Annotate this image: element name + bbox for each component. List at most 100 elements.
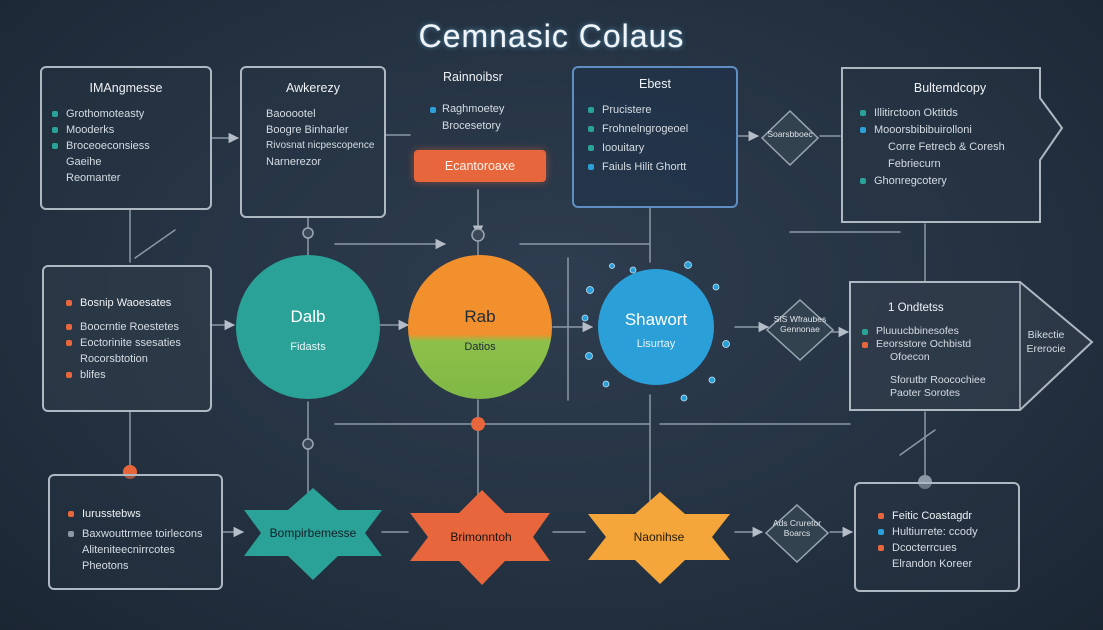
list-item: blifes: [66, 367, 200, 383]
bullet-icon: [52, 127, 58, 133]
circle-title: Dalb: [290, 307, 326, 326]
list-item: Ofoecon: [890, 351, 930, 363]
list-item: Iurusstebws: [68, 506, 213, 522]
list-item: Febriecurn: [888, 158, 941, 170]
box-heading: Bultemdcopy: [913, 81, 987, 95]
orange-green-circle-shape: [408, 255, 552, 399]
bottom-left-box: Iurusstebws Baxwouttrmee toirlecons Alit…: [48, 474, 223, 590]
list-item: Hultiurrete: ccody: [878, 524, 1008, 540]
circle-dalb: Dalb Fidasts: [236, 255, 380, 399]
list-item: Rocorsbtotion: [80, 353, 148, 365]
list-item: Raghmoetey: [430, 102, 504, 117]
circle-subtitle: Datios: [464, 341, 496, 353]
bullet-icon: [588, 164, 594, 170]
bullet-icon: [68, 531, 74, 537]
top-box-4: Ebest Prucistere Frohnelngrogeoel Ioouit…: [572, 66, 738, 208]
list-item: Mooderks: [52, 122, 200, 138]
list-item: Ghonregcotery: [860, 173, 1040, 190]
circle-title: Shawort: [624, 310, 688, 329]
teal-circle-shape: [236, 255, 380, 399]
list-item: Grothomoteasty: [52, 106, 200, 122]
mid-right-box-shape: [849, 281, 1094, 411]
right-mid-box-content: 1 Ondtetss Pluuucbbinesofes Eeorsstore O…: [862, 302, 1012, 400]
star-label-2: Brimonntoh: [450, 530, 512, 544]
circle-rab: Rab Datios: [408, 255, 552, 399]
list-item: Mooorsbibibuirolloni: [860, 122, 1040, 139]
circle-subtitle: Lisurtay: [636, 338, 676, 350]
teal-star-shape: [244, 488, 382, 580]
box-heading: IMAngmesse: [89, 81, 163, 95]
bullet-icon: [66, 324, 72, 330]
bullet-icon: [52, 111, 58, 117]
top-box-5-content: Bultemdcopy Illitirctoon Oktitds Mooorsb…: [860, 80, 1040, 190]
bullet-icon: [860, 127, 866, 133]
list-item: Frohnelngrogeoel: [588, 121, 722, 137]
bullet-icon: [860, 110, 866, 116]
left-mid-box: Bosnip Waoesates Boocrntie Roestetes Eoc…: [42, 265, 212, 412]
highlight-pill: Ecantoroaxe: [414, 150, 546, 182]
box-heading: Bosnip Waoesates: [66, 295, 200, 311]
blue-circle-shape: [598, 269, 714, 385]
bullet-icon: [862, 329, 868, 335]
yellow-star-shape: [588, 492, 730, 584]
list-item: Boogre Binharler: [266, 124, 349, 136]
bullet-icon: [588, 126, 594, 132]
top-box-2: Awkerezy Baooootel Boogre Binharler Rivo…: [240, 66, 386, 218]
bullet-icon: [862, 342, 868, 348]
circle-shawort: Shawort Lisurtay: [598, 269, 714, 385]
list-item: Feitic Coastagdr: [878, 508, 1008, 524]
diamond-label-1: Soarsbboec: [767, 129, 813, 139]
bullet-icon: [66, 300, 72, 306]
bullet-icon: [430, 107, 436, 113]
bullet-icon: [588, 107, 594, 113]
list-item: Broceoeconsiess: [52, 138, 200, 154]
page-title: Cemnasic Colaus: [418, 18, 685, 54]
bullet-icon: [878, 513, 884, 519]
list-item: Baxwouttrmee toirlecons: [68, 526, 213, 542]
box-heading: 1 Ondtetss: [888, 302, 944, 314]
diamond-label-2: SIS Wfraubes Gennonae: [773, 314, 827, 334]
bullet-icon: [860, 178, 866, 184]
bullet-icon: [68, 511, 74, 517]
circle-subtitle: Fidasts: [290, 341, 326, 353]
list-item: Eeorsstore Ochbistd: [862, 338, 1012, 351]
list-item: Elrandon Koreer: [892, 558, 973, 570]
list-item: Brocesetory: [442, 120, 501, 132]
list-item: Rivosnat nicpescopence: [266, 140, 375, 151]
bullet-icon: [66, 372, 72, 378]
list-item: Illitirctoon Oktitds: [860, 105, 1040, 122]
list-item: Pluuucbbinesofes: [862, 325, 1012, 338]
list-item: Gaeihe: [66, 156, 102, 168]
heading-rainnoibsr: Rainnoibsr: [443, 70, 503, 84]
list-item: Narnerezor: [266, 156, 322, 168]
bullet-icon: [66, 340, 72, 346]
list-item: Dcocterrcues: [878, 540, 1008, 556]
bullet-icon: [588, 145, 594, 151]
star-label-3: Naonihse: [633, 530, 685, 544]
circle-title: Rab: [464, 307, 496, 326]
orange-star-shape: [410, 490, 550, 585]
list-item: Paoter Sorotes: [890, 387, 961, 399]
list-item: Pheotons: [82, 560, 129, 572]
star-label-1: Bompirbemesse: [269, 526, 357, 540]
list-item: Corre Fetrecb & Coresh: [888, 141, 1005, 153]
list-item: Eoctorinite ssesaties: [66, 335, 200, 351]
bottom-right-box: Feitic Coastagdr Hultiurrete: ccody Dcoc…: [854, 482, 1020, 592]
list-item: Baooootel: [266, 108, 316, 120]
list-item: Prucistere: [588, 102, 722, 118]
list-item: Boocrntie Roestetes: [66, 319, 200, 335]
mid-right-arrow-label: Bikectie Ererocie: [1026, 329, 1066, 355]
bullet-icon: [52, 143, 58, 149]
list-item: Aliteniteecnirrcotes: [82, 544, 175, 556]
box-heading: Awkerezy: [286, 81, 340, 95]
list-item: Reomanter: [66, 172, 121, 184]
bullet-icon: [878, 529, 884, 535]
list-item: Sforutbr Roocochiee: [890, 374, 986, 386]
diamond-label-3: Ads Cruretor Boarcs: [772, 518, 822, 538]
bullet-icon: [878, 545, 884, 551]
top-box-1: IMAngmesse Grothomoteasty Mooderks Broce…: [40, 66, 212, 210]
list-item: Faiuls Hilit Ghortt: [588, 159, 722, 175]
list-item: Ioouitary: [588, 140, 722, 156]
box-heading: Ebest: [639, 77, 671, 91]
